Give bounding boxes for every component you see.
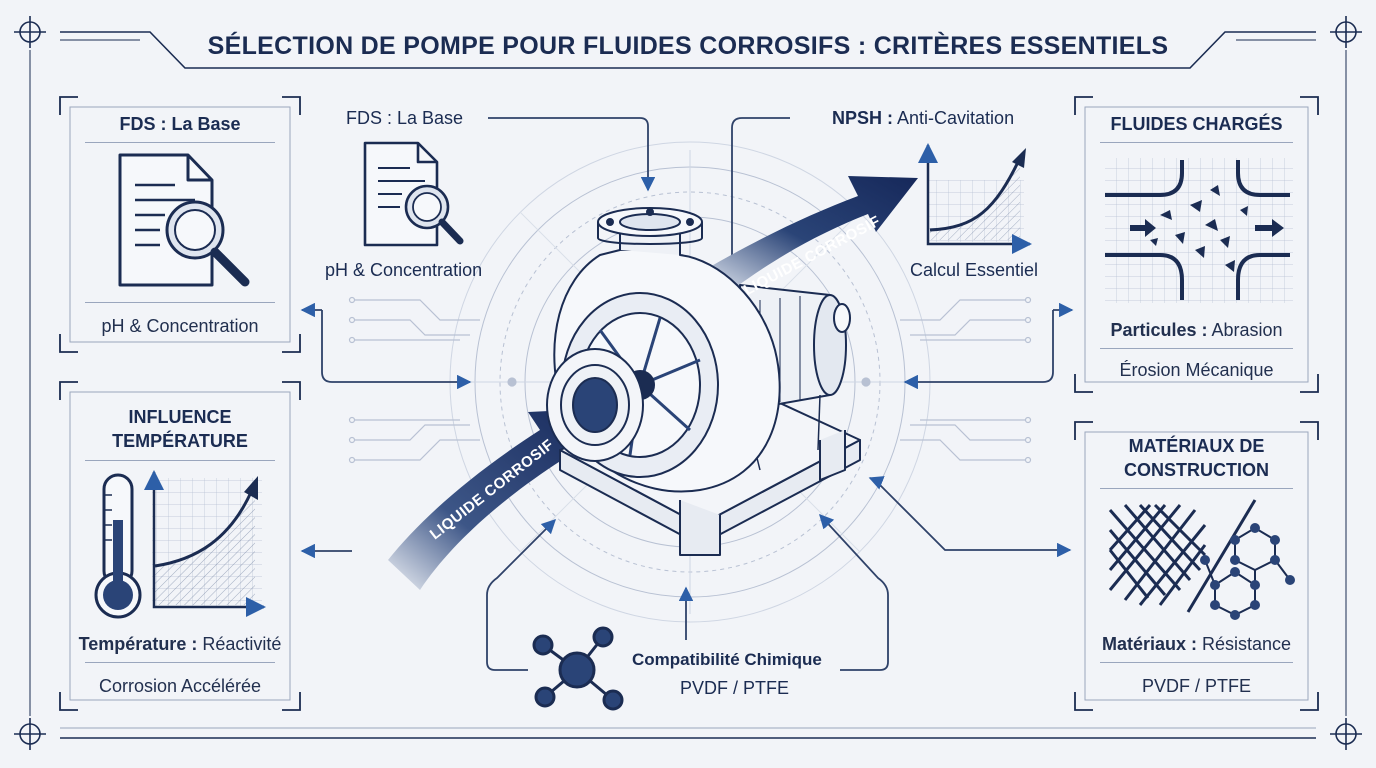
circuit-traces — [348, 296, 1032, 464]
materiaux-panel-title-line2: CONSTRUCTION — [1124, 460, 1269, 480]
temperature-caption-divider — [85, 662, 275, 663]
materiaux-caption-rest: Résistance — [1196, 634, 1292, 654]
arrow-fluides-to-pump — [903, 310, 1054, 390]
arrow-materiaux-to-pump — [868, 476, 885, 490]
materiaux-caption-divider — [1100, 662, 1293, 663]
center-npsh-caption: Calcul Essentiel — [910, 260, 1039, 280]
document-magnifier-icon — [118, 153, 250, 287]
fluides-caption-rest: Abrasion — [1207, 320, 1283, 340]
liquid-inlet-arrow — [388, 408, 612, 590]
temperature-caption: Température : Réactivité — [60, 634, 300, 655]
center-compat-title: Compatibilité Chimique — [632, 650, 822, 669]
fluides-caption-divider — [1100, 348, 1293, 349]
liquid-outlet-arrow — [708, 176, 918, 290]
particle-flow-icon — [1105, 158, 1293, 303]
npsh-chart-icon — [918, 143, 1032, 254]
center-fds-label: FDS : La Base — [346, 108, 464, 128]
fds-panel-title: FDS : La Base — [119, 114, 241, 134]
center-compat-caption: PVDF / PTFE — [680, 678, 790, 698]
materiaux-caption-bold: Matériaux : — [1101, 634, 1197, 654]
temperature-panel-title-line1: INFLUENCE — [128, 407, 232, 427]
arrow-compat-right — [819, 513, 889, 671]
thermometer-chart-icon — [94, 470, 266, 619]
title-frame — [14, 16, 1362, 750]
materiaux-title-divider — [1100, 488, 1293, 489]
temperature-title-divider — [85, 460, 275, 461]
fluides-title-divider — [1100, 142, 1293, 143]
fluides-caption-bold: Particules : — [1110, 320, 1208, 340]
materiaux-caption: Matériaux : Résistance — [1075, 634, 1318, 655]
center-fds-caption: pH & Concentration — [325, 260, 483, 280]
fluides-panel-title: FLUIDES CHARGÉS — [1110, 114, 1283, 134]
materiaux-caption2: PVDF / PTFE — [1141, 676, 1251, 696]
small-document-magnifier-icon — [363, 141, 464, 247]
fluides-caption: Particules : Abrasion — [1075, 320, 1318, 341]
page-title: SÉLECTION DE POMPE POUR FLUIDES CORROSIF… — [207, 32, 1169, 60]
arrow-compat-left — [486, 518, 557, 671]
temperature-caption-rest: Réactivité — [197, 634, 282, 654]
fds-panel-caption: pH & Concentration — [101, 316, 259, 336]
temperature-caption-bold: Température : — [78, 634, 198, 654]
panel-frames — [59, 96, 1319, 711]
arrow-npsh-line — [731, 117, 790, 260]
fds-caption-divider — [85, 302, 275, 303]
fds-title-divider — [85, 142, 275, 143]
temperature-panel-title-line2: TEMPÉRATURE — [112, 431, 248, 451]
panel-inner-frames — [69, 106, 1309, 701]
arrow-pump-to-materiaux — [874, 479, 1072, 558]
temperature-caption2: Corrosion Accélérée — [98, 676, 262, 696]
connector-arrows — [300, 117, 1074, 671]
materiaux-panel-title-line1: MATÉRIAUX DE — [1128, 436, 1265, 456]
arrow-fds-to-pump — [321, 310, 472, 390]
molecule-icon — [532, 626, 624, 711]
centrifugal-pump — [546, 207, 861, 556]
material-mesh-molecule-icon — [1108, 499, 1295, 620]
center-npsh-bold: NPSH : — [832, 108, 894, 128]
arrow-fds-label-to-pump — [488, 117, 656, 192]
center-npsh-label: NPSH : Anti-Cavitation — [832, 108, 1014, 129]
center-npsh-rest: Anti-Cavitation — [893, 108, 1015, 128]
fluides-caption2: Érosion Mécanique — [1119, 360, 1274, 380]
